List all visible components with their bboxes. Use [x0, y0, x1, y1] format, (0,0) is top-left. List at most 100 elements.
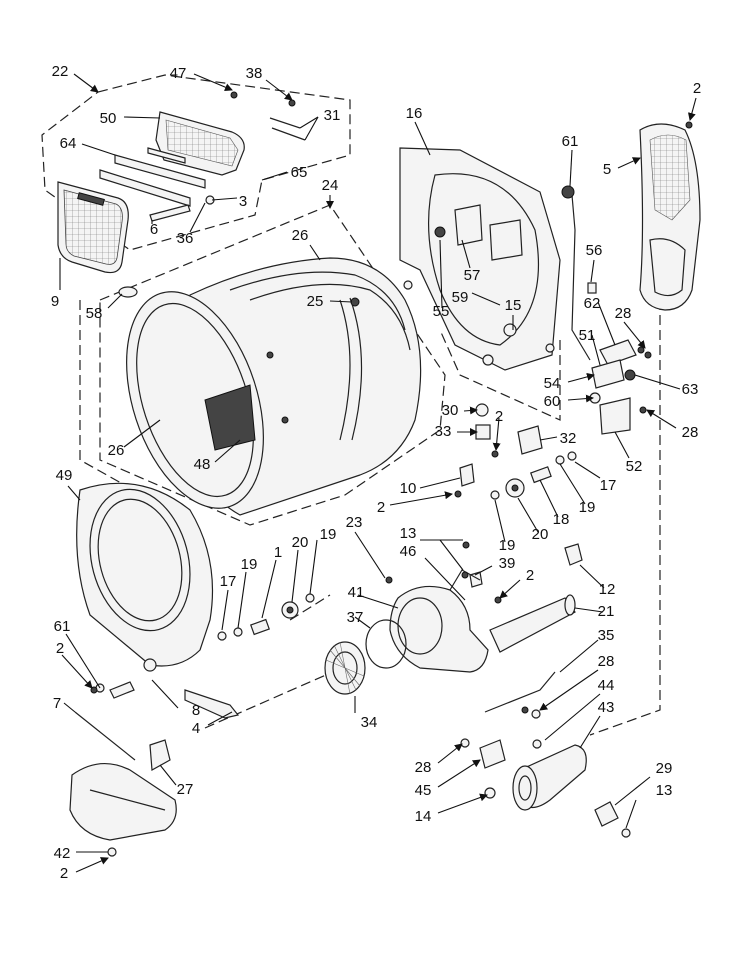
label-19-leftmost: 19 — [320, 526, 337, 543]
front-bulkhead — [76, 482, 214, 672]
label-33: 33 — [435, 423, 452, 440]
label-28-right-top: 28 — [615, 305, 632, 322]
label-7: 7 — [53, 695, 61, 712]
label-22: 22 — [52, 63, 69, 80]
label-57: 57 — [464, 267, 481, 284]
label-60: 60 — [544, 393, 561, 410]
label-30: 30 — [442, 402, 459, 419]
lint-screen-seal — [118, 286, 138, 298]
heater-assembly — [512, 744, 587, 811]
label-4: 4 — [192, 720, 200, 737]
label-59: 59 — [452, 289, 469, 306]
label-19-right: 19 — [579, 499, 596, 516]
label-61-left: 61 — [54, 618, 71, 635]
drum — [126, 257, 422, 516]
label-31: 31 — [324, 107, 341, 124]
exhaust-duct-cover — [639, 123, 701, 311]
lint-duct-parts — [99, 117, 306, 222]
label-46: 46 — [400, 543, 417, 560]
lint-filter-housing — [155, 111, 245, 176]
label-2-top-right: 2 — [693, 80, 701, 97]
blower-housing — [389, 569, 489, 673]
label-18: 18 — [553, 511, 570, 528]
label-39: 39 — [499, 555, 516, 572]
label-28-center: 28 — [598, 653, 615, 670]
label-26-bottom: 26 — [108, 442, 125, 459]
label-17-left: 17 — [220, 573, 237, 590]
label-44: 44 — [598, 677, 615, 694]
heater-parts — [460, 671, 631, 838]
label-24: 24 — [322, 177, 339, 194]
label-2-center: 2 — [495, 408, 503, 425]
label-41: 41 — [348, 584, 365, 601]
lint-screen — [57, 181, 129, 274]
label-15: 15 — [505, 297, 522, 314]
drum-group-outline — [99, 204, 446, 526]
label-56: 56 — [586, 242, 603, 259]
label-9: 9 — [51, 293, 59, 310]
label-55: 55 — [433, 303, 450, 320]
label-20-right: 20 — [532, 526, 549, 543]
label-42: 42 — [54, 845, 71, 862]
label-38: 38 — [246, 65, 263, 82]
label-43: 43 — [598, 699, 615, 716]
blower-wheel — [324, 641, 366, 695]
label-10: 10 — [400, 480, 417, 497]
label-14: 14 — [415, 808, 432, 825]
blower-seal — [365, 619, 407, 669]
label-3: 3 — [239, 193, 247, 210]
label-36: 36 — [177, 230, 194, 247]
label-5: 5 — [603, 161, 611, 178]
label-2-left-center: 2 — [377, 499, 385, 516]
label-27: 27 — [177, 781, 194, 798]
heater-dash-line — [589, 300, 661, 736]
label-21: 21 — [598, 603, 615, 620]
lint-duct-lower — [69, 762, 177, 857]
label-13-center: 13 — [400, 525, 417, 542]
label-50: 50 — [100, 110, 117, 127]
label-19-center: 19 — [499, 537, 516, 554]
label-49: 49 — [56, 467, 73, 484]
front-panel-lower-parts — [74, 681, 240, 771]
label-45: 45 — [415, 782, 432, 799]
label-16: 16 — [406, 105, 423, 122]
label-2-bottom: 2 — [60, 865, 68, 882]
label-52: 52 — [626, 458, 643, 475]
label-12: 12 — [599, 581, 616, 598]
rear-roller-kit — [490, 451, 577, 500]
label-58: 58 — [86, 305, 103, 322]
rear-bulkhead-wire-harness — [561, 185, 591, 361]
label-2-blower: 2 — [526, 567, 534, 584]
label-1: 1 — [274, 544, 282, 561]
front-roller-kit — [217, 593, 315, 641]
exhaust-tube — [489, 594, 576, 653]
part-labels: 22 47 38 50 31 64 65 3 36 6 9 58 24 26 2… — [51, 63, 701, 882]
label-64: 64 — [60, 135, 77, 152]
label-28-right-mid: 28 — [682, 424, 699, 441]
label-28-bottom: 28 — [415, 759, 432, 776]
screws — [90, 91, 693, 714]
rear-bulkhead — [399, 147, 561, 371]
label-19-left: 19 — [241, 556, 258, 573]
label-61-top: 61 — [562, 133, 579, 150]
label-20-left: 20 — [292, 534, 309, 551]
label-23: 23 — [346, 514, 363, 531]
label-37: 37 — [347, 609, 364, 626]
label-48: 48 — [194, 456, 211, 473]
label-51: 51 — [579, 327, 596, 344]
label-34: 34 — [361, 714, 378, 731]
label-25: 25 — [307, 293, 324, 310]
label-8: 8 — [192, 702, 200, 719]
label-29: 29 — [656, 760, 673, 777]
label-6: 6 — [150, 221, 158, 238]
label-62: 62 — [584, 295, 601, 312]
label-17-right: 17 — [600, 477, 617, 494]
label-54: 54 — [544, 375, 561, 392]
label-63: 63 — [682, 381, 699, 398]
lint-filter-group-outline — [41, 74, 351, 251]
label-65: 65 — [291, 164, 308, 181]
label-2-left: 2 — [56, 640, 64, 657]
label-26-top: 26 — [292, 227, 309, 244]
bracket-parts — [459, 403, 583, 588]
